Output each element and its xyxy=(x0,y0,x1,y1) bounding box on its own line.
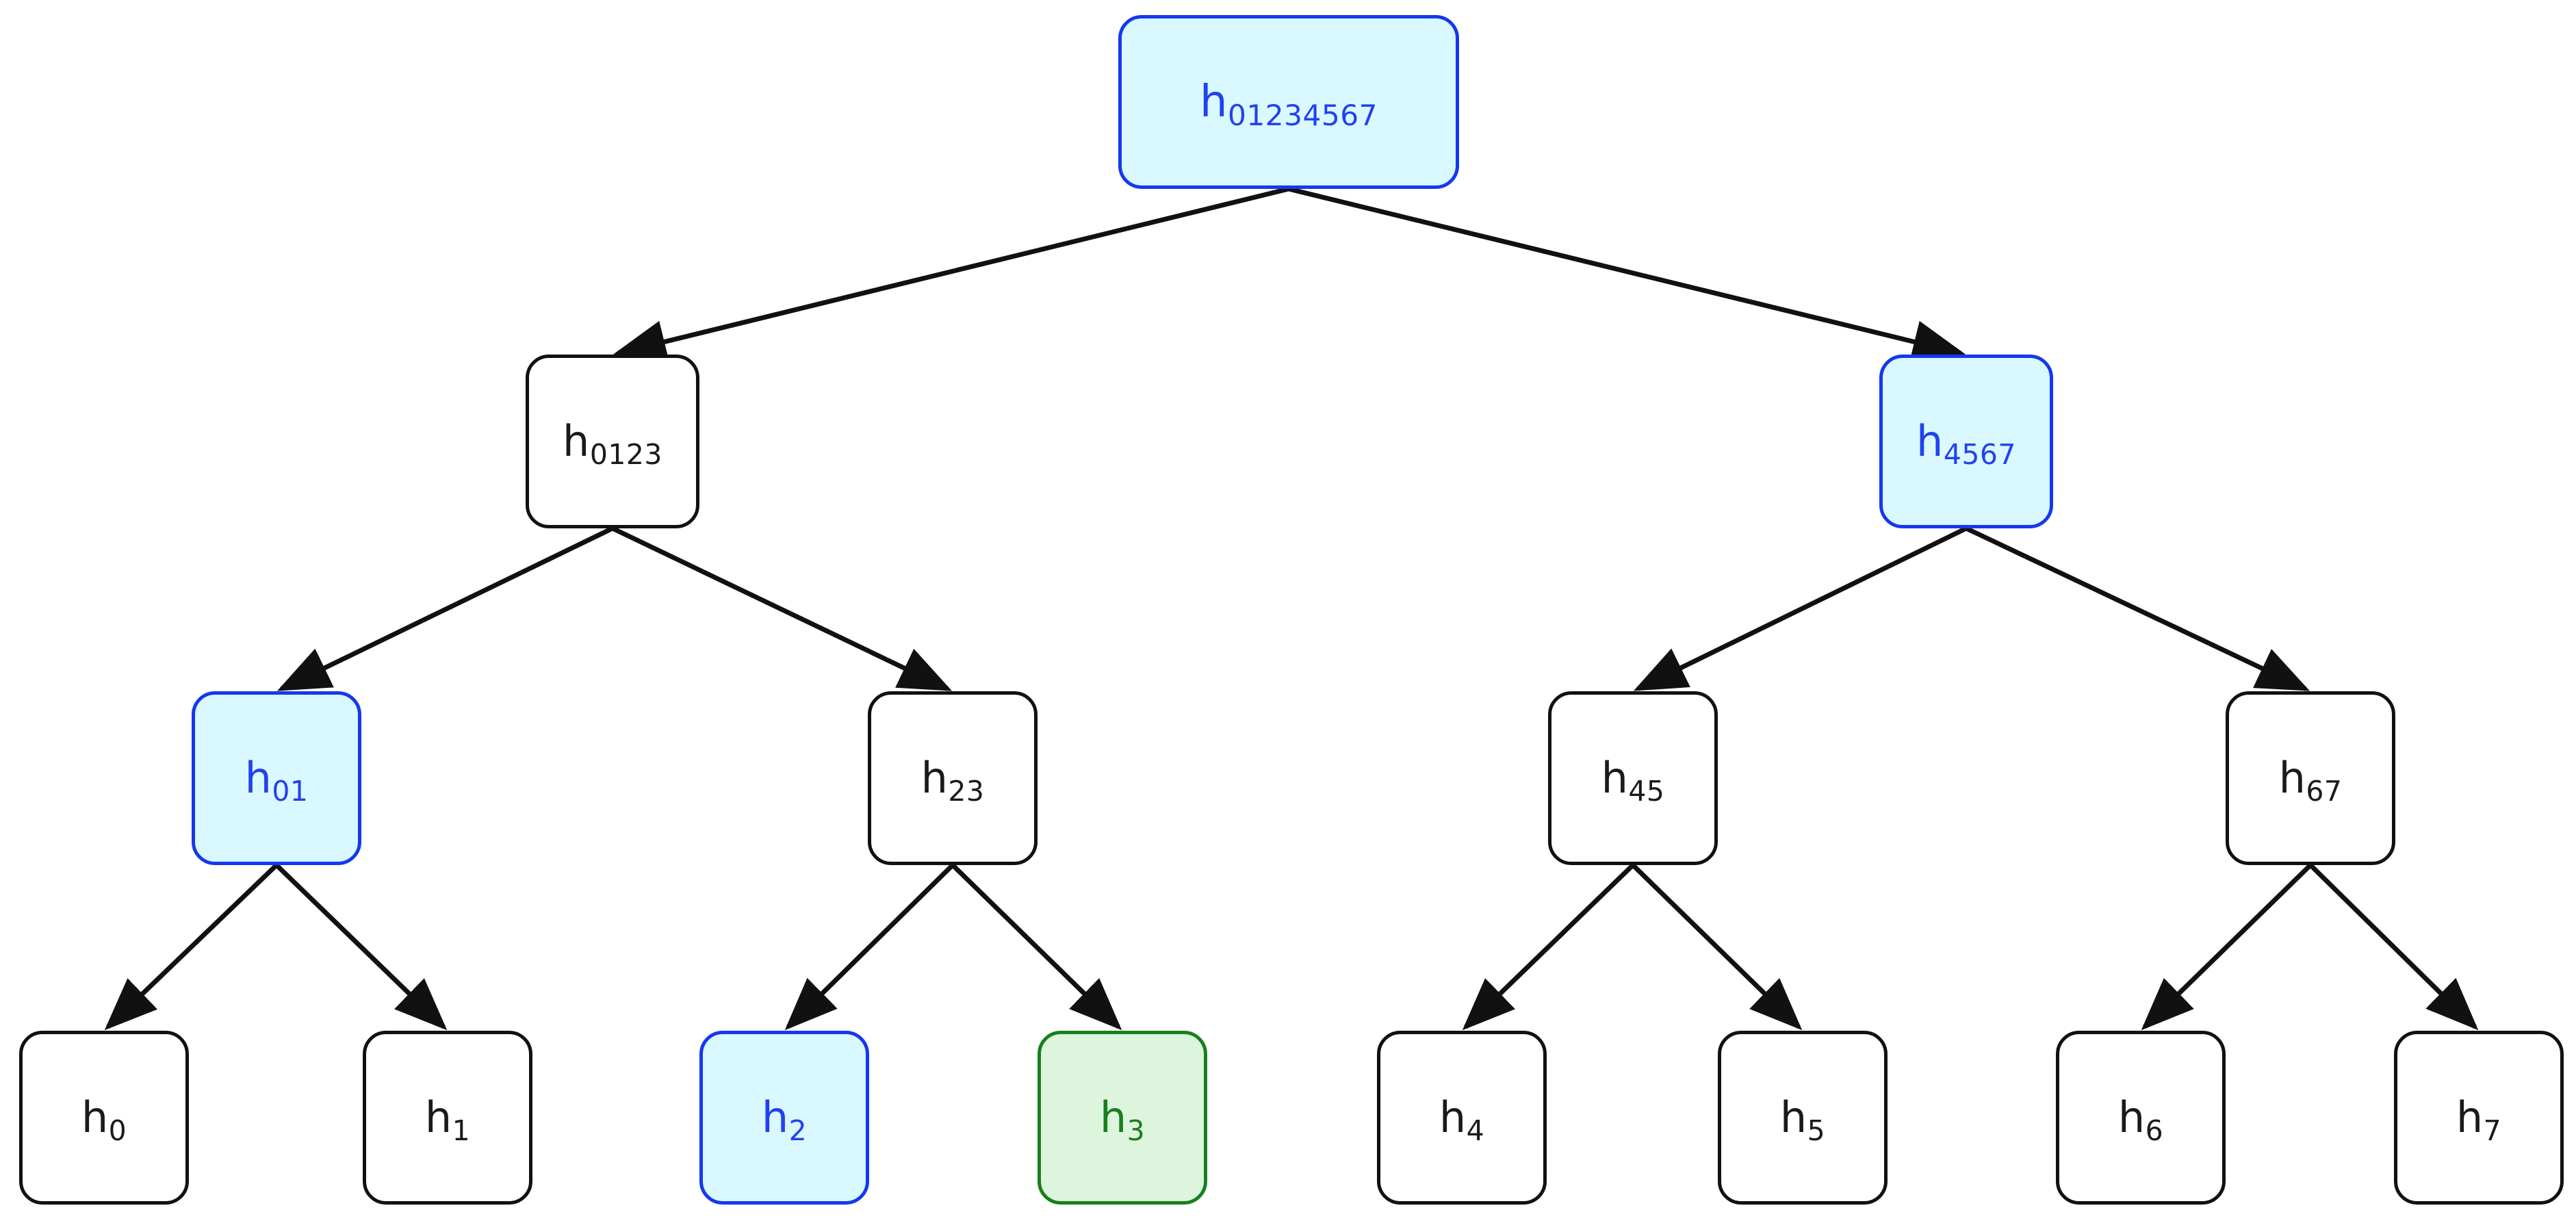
node-label-base: h xyxy=(244,753,272,803)
node-label-base: h xyxy=(424,1092,452,1142)
tree-edge-h45-to-h5 xyxy=(1631,863,1803,1031)
tree-edge-h4567-to-h67 xyxy=(1965,526,2310,691)
tree-node-label: h4 xyxy=(1439,1096,1484,1145)
tree-node-label: h45 xyxy=(1601,757,1665,806)
tree-node-h4[interactable]: h4 xyxy=(1377,1031,1547,1205)
node-label-subscript: 67 xyxy=(2306,775,2343,808)
tree-node-h5[interactable]: h5 xyxy=(1718,1031,1888,1205)
node-label-base: h xyxy=(81,1092,109,1142)
tree-edge-h23-to-h2 xyxy=(784,863,955,1031)
tree-node-label: h6 xyxy=(2118,1096,2163,1145)
node-label-base: h xyxy=(1099,1092,1127,1142)
tree-edge-h67-to-h6 xyxy=(2141,863,2313,1031)
tree-node-h01[interactable]: h01 xyxy=(192,691,361,865)
tree-edge-h23-to-h3 xyxy=(951,863,1122,1031)
tree-node-label: h1 xyxy=(425,1096,470,1145)
node-label-base: h xyxy=(1916,416,1944,466)
node-label-subscript: 0 xyxy=(108,1114,127,1148)
tree-node-h3[interactable]: h3 xyxy=(1038,1031,1207,1205)
tree-node-label: h0 xyxy=(81,1096,127,1145)
tree-node-h23[interactable]: h23 xyxy=(868,691,1038,865)
tree-node-label: h23 xyxy=(921,757,985,806)
tree-edge-h67-to-h7 xyxy=(2308,863,2479,1031)
node-label-base: h xyxy=(761,1092,789,1142)
tree-edge-h0123-to-h23 xyxy=(611,526,953,691)
tree-edges xyxy=(104,186,2479,1031)
node-label-subscript: 6 xyxy=(2145,1114,2164,1148)
node-label-subscript: 3 xyxy=(1126,1114,1146,1148)
tree-node-label: h01234567 xyxy=(1199,77,1378,129)
node-label-base: h xyxy=(920,753,949,803)
tree-edge-h0123-to-h01 xyxy=(276,526,614,691)
node-label-base: h xyxy=(2278,753,2306,803)
tree-edge-h4567-to-h45 xyxy=(1633,526,1968,691)
tree-edge-h01-to-h1 xyxy=(274,863,448,1031)
tree-node-h1[interactable]: h1 xyxy=(363,1031,532,1205)
tree-node-label: h0123 xyxy=(563,420,662,469)
tree-edge-root-to-h0123 xyxy=(613,186,1289,363)
node-label-subscript: 01 xyxy=(272,775,309,808)
tree-node-h6[interactable]: h6 xyxy=(2056,1031,2226,1205)
node-label-subscript: 2 xyxy=(788,1114,808,1148)
tree-node-root[interactable]: h01234567 xyxy=(1118,15,1459,189)
tree-node-h2[interactable]: h2 xyxy=(699,1031,869,1205)
tree-node-h45[interactable]: h45 xyxy=(1548,691,1718,865)
node-label-base: h xyxy=(1439,1092,1467,1142)
node-label-base: h xyxy=(2117,1092,2146,1142)
tree-node-h0123[interactable]: h0123 xyxy=(526,355,699,528)
tree-node-label: h4567 xyxy=(1916,420,2016,469)
node-label-subscript: 5 xyxy=(1807,1114,1826,1148)
node-label-base: h xyxy=(563,416,590,466)
tree-edge-h45-to-h4 xyxy=(1462,863,1635,1031)
node-label-subscript: 4567 xyxy=(1943,438,2016,472)
tree-node-h7[interactable]: h7 xyxy=(2394,1031,2564,1205)
node-label-base: h xyxy=(2456,1092,2484,1142)
node-label-subscript: 7 xyxy=(2483,1114,2502,1148)
node-label-subscript: 01234567 xyxy=(1228,98,1378,132)
tree-node-label: h5 xyxy=(1780,1096,1825,1145)
node-label-subscript: 23 xyxy=(948,775,985,808)
node-label-subscript: 1 xyxy=(452,1114,471,1148)
tree-node-label: h7 xyxy=(2456,1096,2501,1145)
tree-node-h4567[interactable]: h4567 xyxy=(1879,355,2053,528)
node-label-subscript: 45 xyxy=(1628,775,1665,808)
tree-node-h0[interactable]: h0 xyxy=(19,1031,189,1205)
node-label-base: h xyxy=(1199,77,1228,127)
node-label-base: h xyxy=(1601,753,1629,803)
tree-node-label: h67 xyxy=(2279,757,2343,806)
tree-node-label: h3 xyxy=(1100,1096,1145,1145)
node-label-base: h xyxy=(1779,1092,1807,1142)
node-label-subscript: 0123 xyxy=(589,438,662,472)
tree-node-h67[interactable]: h67 xyxy=(2226,691,2395,865)
tree-edge-h01-to-h0 xyxy=(104,863,279,1031)
tree-edge-root-to-h4567 xyxy=(1288,186,1966,363)
tree-node-label: h2 xyxy=(762,1096,807,1145)
node-label-subscript: 4 xyxy=(1466,1114,1485,1148)
tree-node-label: h01 xyxy=(245,757,309,806)
